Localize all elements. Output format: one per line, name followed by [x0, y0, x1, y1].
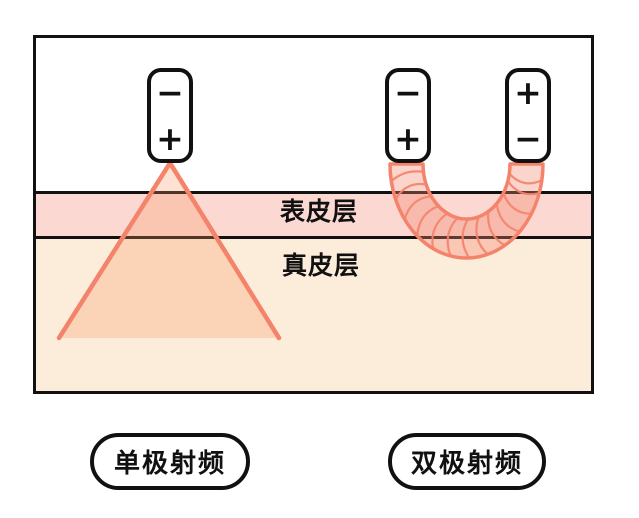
epidermis-top-boundary — [33, 191, 594, 194]
bipolar-electrode-right: + − — [505, 68, 551, 163]
dermis-label: 真皮层 — [282, 252, 361, 280]
minus-symbol: − — [156, 73, 184, 112]
epidermis-bottom-boundary — [33, 236, 594, 239]
plus-symbol: + — [514, 73, 542, 112]
minus-symbol: − — [514, 119, 542, 158]
plus-symbol: + — [394, 119, 422, 158]
skin-cross-section-frame — [33, 35, 594, 394]
monopolar-electrode: − + — [147, 68, 193, 163]
minus-symbol: − — [394, 73, 422, 112]
bipolar-label: 双极射频 — [410, 448, 523, 478]
epidermis-label: 表皮层 — [280, 198, 359, 226]
plus-symbol: + — [156, 119, 184, 158]
monopolar-label: 单极射频 — [113, 448, 226, 478]
bipolar-electrode-left: − + — [385, 68, 431, 163]
monopolar-label-pill: 单极射频 — [90, 433, 250, 490]
bipolar-label-pill: 双极射频 — [388, 433, 546, 490]
